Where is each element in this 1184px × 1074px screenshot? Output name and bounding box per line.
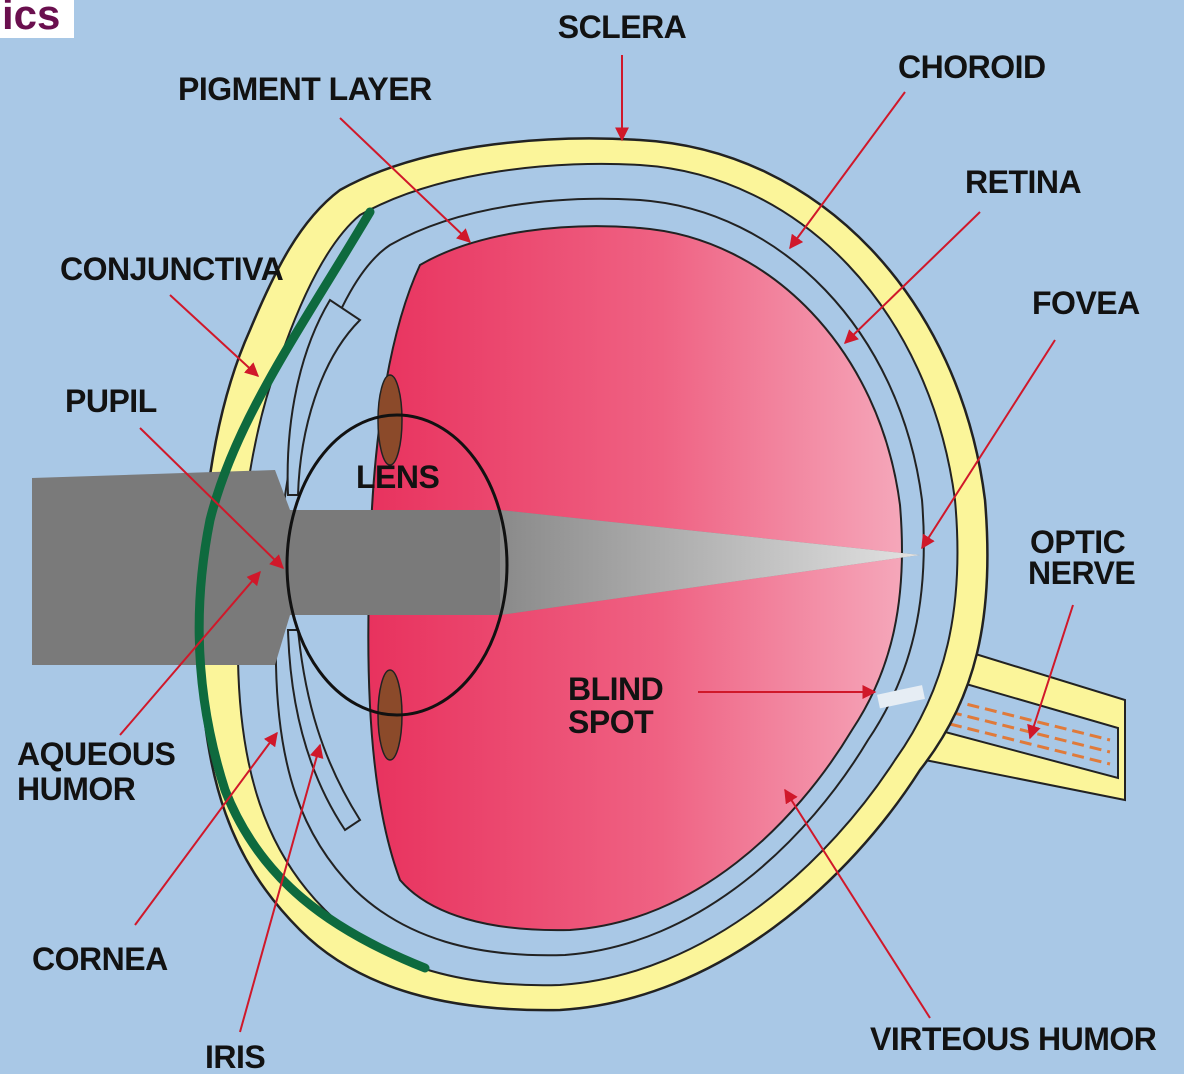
retina-label: RETINA (965, 164, 1082, 200)
aqueous-humor-label-line1: AQUEOUS (17, 736, 175, 772)
pupil-label: PUPIL (65, 383, 157, 419)
conjunctiva-pointer (170, 295, 258, 376)
iris-label: IRIS (205, 1039, 265, 1074)
conjunctiva-label: CONJUNCTIVA (60, 251, 284, 287)
aqueous-humor-label-line2: HUMOR (17, 771, 136, 807)
choroid-pointer (790, 92, 905, 248)
fovea-label: FOVEA (1032, 285, 1140, 321)
pigment-layer-label: PIGMENT LAYER (178, 71, 432, 107)
sclera-label: SCLERA (558, 9, 687, 45)
vitreous-humor-label: VIRTEOUS HUMOR (870, 1021, 1157, 1057)
ciliary-body-top (378, 375, 402, 465)
lens-label: LENS (356, 459, 440, 495)
choroid-label: CHOROID (898, 49, 1046, 85)
blind-spot-label-line1: BLIND (568, 671, 663, 707)
cornea-label: CORNEA (32, 941, 168, 977)
blind-spot-label-line2: SPOT (568, 704, 654, 740)
optic-nerve-label-line2: NERVE (1028, 555, 1135, 591)
